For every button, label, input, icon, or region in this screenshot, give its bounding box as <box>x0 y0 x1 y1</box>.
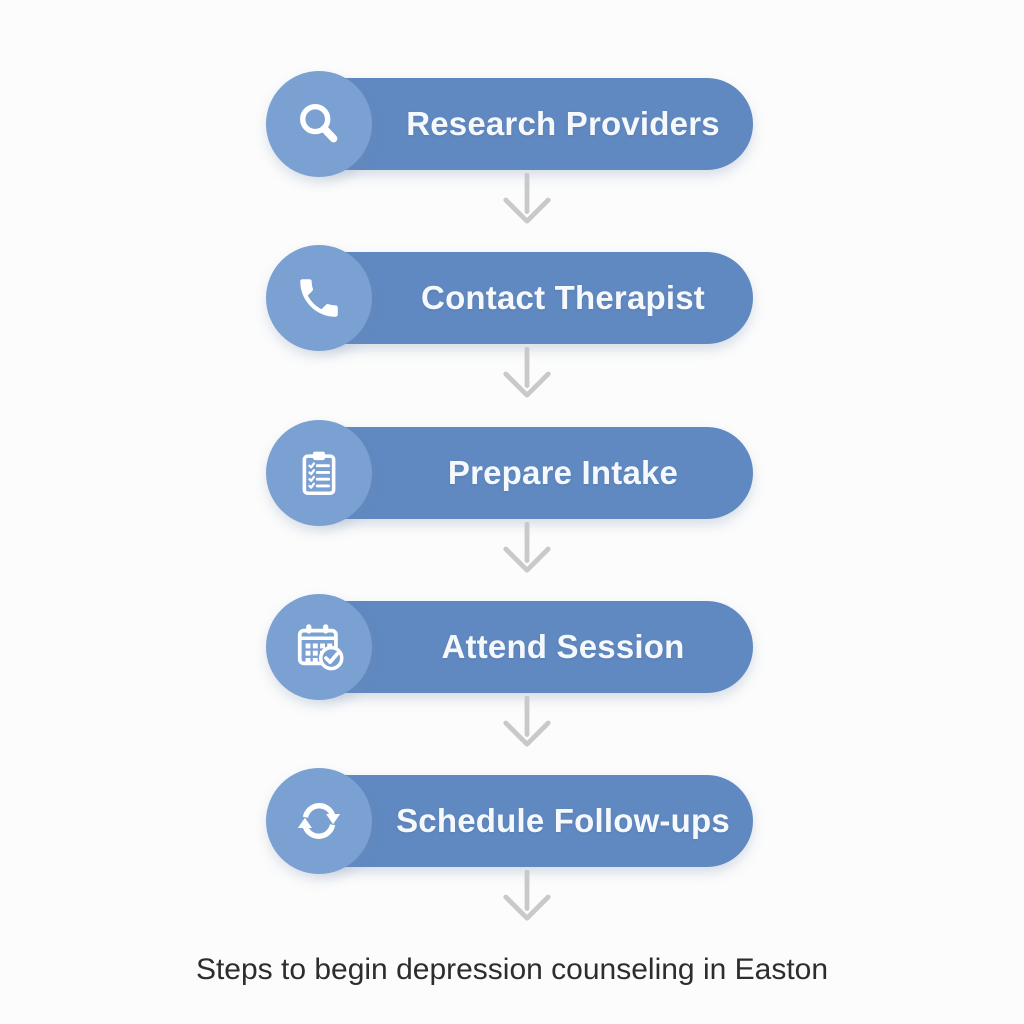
caption: Steps to begin depression counseling in … <box>195 953 829 986</box>
step-schedule-follow-ups: Schedule Follow-ups <box>266 768 753 874</box>
refresh-icon <box>266 768 372 874</box>
step-label: Schedule Follow-ups <box>396 802 730 839</box>
phone-icon <box>266 245 372 351</box>
calendar-check-icon <box>266 594 372 700</box>
down-arrow-icon <box>503 347 551 398</box>
clipboard-checklist-icon <box>266 420 372 526</box>
step-label: Contact Therapist <box>421 279 705 316</box>
step-label: Prepare Intake <box>447 454 679 491</box>
down-arrow-icon <box>503 522 551 573</box>
down-arrow-icon <box>503 173 551 224</box>
step-research-providers: Research Providers <box>266 71 753 177</box>
down-arrow-icon <box>503 870 551 921</box>
step-attend-session: Attend Session <box>266 594 753 700</box>
step-label: Research Providers <box>406 105 720 142</box>
step-contact-therapist: Contact Therapist <box>266 245 753 351</box>
step-label: Attend Session <box>441 628 685 665</box>
step-prepare-intake: Prepare Intake <box>266 420 753 526</box>
search-icon <box>266 71 372 177</box>
down-arrow-icon <box>503 696 551 747</box>
